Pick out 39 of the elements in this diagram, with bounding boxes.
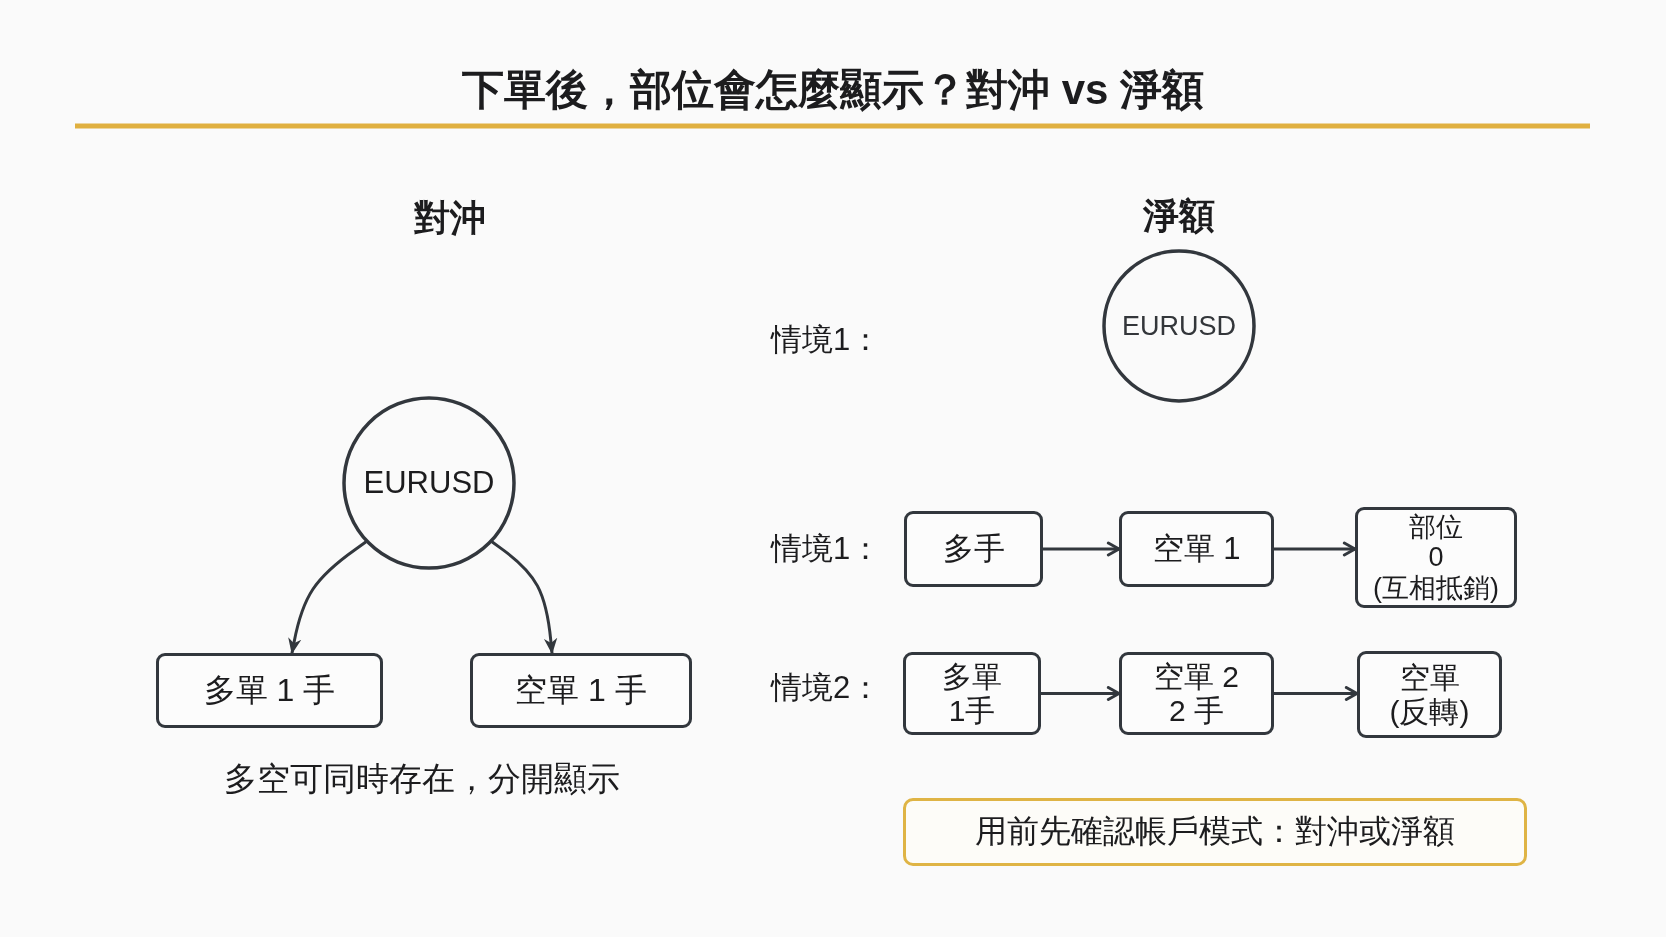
diagram-title: 下單後，部位會怎麼顯示？對沖 vs 淨額 — [461, 65, 1205, 115]
scenario-label: 情境1： — [771, 531, 882, 567]
scenario-label: 情境2： — [771, 670, 882, 706]
order-box — [156, 653, 383, 728]
arrow — [1041, 541, 1121, 557]
node-label: 空單 1 手 — [515, 672, 647, 709]
position-box — [1357, 651, 1502, 738]
node-label: 用前先確認帳戶模式：對沖或淨額 — [975, 814, 1455, 850]
node-label: (互相抵銷) — [1373, 572, 1499, 603]
order-box — [904, 511, 1043, 587]
arrow — [491, 540, 558, 655]
order-box — [470, 653, 692, 728]
order-box — [903, 652, 1041, 735]
node-label: 空單 2 — [1154, 659, 1239, 694]
node-label: 空單 — [1399, 660, 1460, 695]
currency-circle — [342, 396, 516, 570]
node-label: 0 — [1428, 542, 1444, 573]
node-label: 多單 1 手 — [203, 672, 336, 709]
order-box — [1119, 652, 1274, 735]
arrow — [1039, 686, 1121, 701]
currency-circle — [1102, 249, 1256, 403]
arrow — [1272, 686, 1359, 701]
node-label: EURUSD — [363, 465, 495, 501]
node-label: 1手 — [948, 693, 996, 728]
note-box — [903, 798, 1527, 866]
node-label: EURUSD — [1122, 310, 1236, 342]
caption-text: 多空可同時存在，分開顯示 — [224, 760, 620, 798]
node-label: 2 手 — [1169, 693, 1224, 728]
arrow — [288, 540, 367, 655]
node-label: 多單 — [942, 659, 1002, 694]
section-heading: 對沖 — [414, 197, 486, 239]
node-label: (反轉) — [1389, 694, 1470, 729]
arrow — [1272, 541, 1357, 557]
node-label: 部位 — [1409, 512, 1463, 543]
position-box — [1355, 507, 1517, 608]
scenario-label: 情境1： — [771, 322, 882, 358]
node-label: 空單 1 — [1152, 531, 1241, 567]
order-box — [1119, 511, 1274, 587]
node-label: 多手 — [942, 531, 1005, 567]
